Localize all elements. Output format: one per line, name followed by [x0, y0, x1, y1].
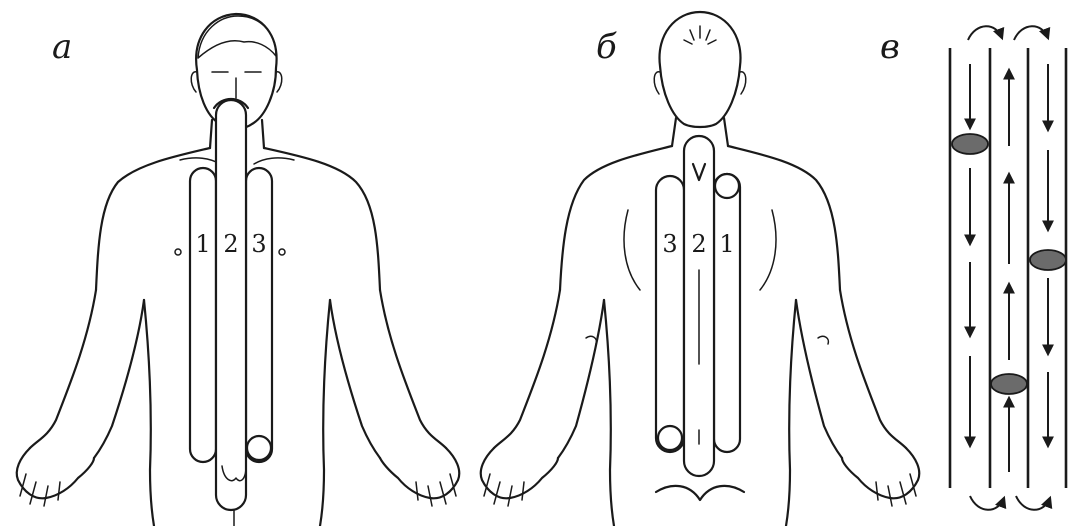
tube-3-label-back: 3: [662, 230, 677, 258]
tube-3-back: [656, 176, 684, 452]
bolus-right: [1030, 250, 1066, 270]
tube-2-label-front: 2: [223, 230, 238, 258]
tube-1-label-back: 1: [719, 230, 734, 258]
panel-b: б: [481, 12, 920, 526]
tube-2-front: [216, 100, 246, 510]
tube-end-front: [247, 436, 271, 460]
bolus-left: [952, 134, 988, 154]
tube-1-front: [190, 168, 216, 462]
tube-end-back-top: [715, 174, 739, 198]
panel-b-letter: б: [596, 27, 617, 67]
tube-1-label-front: 1: [195, 230, 210, 258]
panel-c: в: [880, 26, 1066, 510]
tube-end-back-bottom: [658, 426, 682, 450]
tube-1-back: [714, 174, 740, 452]
panel-c-letter: в: [880, 27, 900, 67]
bolus-middle: [991, 374, 1027, 394]
tube-2-label-back: 2: [691, 230, 706, 258]
panel-a-letter: а: [52, 27, 72, 67]
tube-3-front: [246, 168, 272, 462]
back-tubes: 3 2 1: [656, 136, 740, 476]
tube-3-label-front: 3: [251, 230, 266, 258]
panel-a: а: [17, 14, 460, 526]
